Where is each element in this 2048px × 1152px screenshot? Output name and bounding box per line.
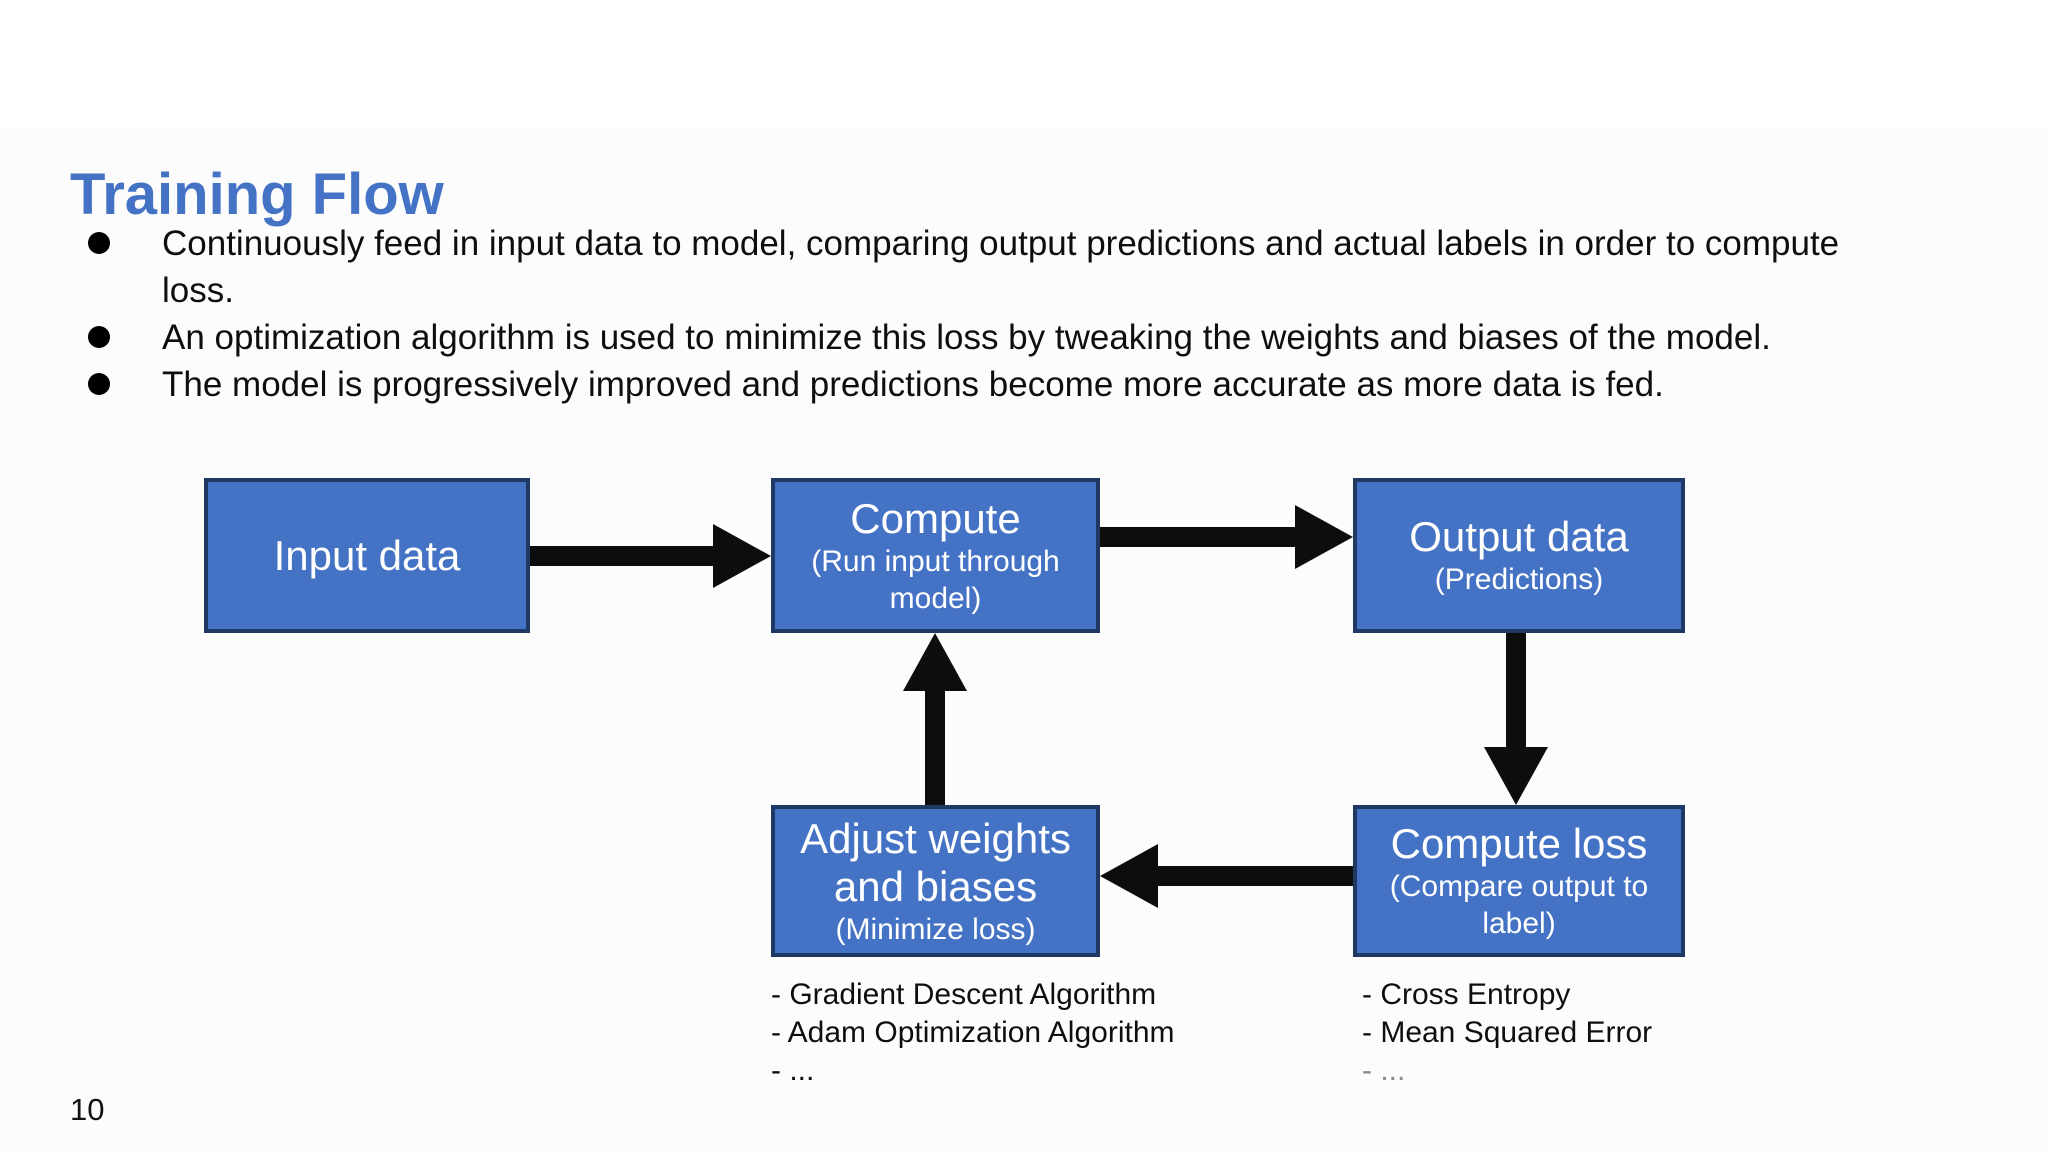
bullet-item: The model is progressively improved and … [88, 361, 1868, 408]
list-item: - Adam Optimization Algorithm [771, 1016, 1175, 1049]
box-adjust-weights: Adjust weights and biases (Minimize loss… [771, 805, 1100, 957]
bullet-list: Continuously feed in input data to model… [88, 220, 1868, 408]
bullet-text: Continuously feed in input data to model… [162, 224, 1840, 310]
arrow-head-left-icon [1100, 844, 1158, 908]
page-number: 10 [70, 1092, 105, 1127]
slide-background [0, 128, 2048, 1152]
arrow-head-right-icon [1295, 505, 1353, 569]
list-item: - ... [771, 1054, 815, 1087]
box-output-data: Output data (Predictions) [1353, 478, 1685, 633]
box-title: Input data [273, 531, 461, 579]
list-item: - Gradient Descent Algorithm [771, 978, 1157, 1011]
bullet-item: Continuously feed in input data to model… [88, 220, 1868, 314]
box-compute-loss: Compute loss (Compare output to label) [1353, 805, 1685, 957]
list-item: - Mean Squared Error [1362, 1016, 1653, 1049]
bullet-dot-icon [88, 326, 110, 348]
optimizer-note-list: - Gradient Descent Algorithm - Adam Opti… [771, 976, 1175, 1090]
arrow-shaft [530, 546, 718, 566]
bullet-dot-icon [88, 373, 110, 395]
loss-note-list: - Cross Entropy - Mean Squared Error - .… [1362, 976, 1652, 1090]
arrow-head-down-icon [1484, 747, 1548, 805]
arrow-shaft [1100, 527, 1297, 547]
list-item: - ... [1362, 1054, 1406, 1087]
arrow-shaft [1156, 866, 1353, 886]
box-title: Compute [850, 494, 1021, 542]
list-item: - Cross Entropy [1362, 978, 1571, 1011]
bullet-text: The model is progressively improved and … [162, 365, 1664, 404]
box-subtitle: (Predictions) [1434, 563, 1604, 596]
arrow-shaft [925, 689, 945, 805]
arrow-head-up-icon [903, 633, 967, 691]
box-title: Adjust weights and biases [800, 814, 1071, 910]
box-subtitle: (Run input through model) [811, 544, 1060, 615]
box-input-data: Input data [204, 478, 530, 633]
bullet-text: An optimization algorithm is used to min… [162, 318, 1771, 357]
box-compute: Compute (Run input through model) [771, 478, 1100, 633]
arrow-head-right-icon [713, 524, 771, 588]
box-title: Compute loss [1390, 820, 1648, 867]
arrow-shaft [1506, 633, 1526, 749]
bullet-dot-icon [88, 232, 110, 254]
box-subtitle: (Compare output to label) [1389, 870, 1649, 940]
box-subtitle: (Minimize loss) [835, 912, 1036, 946]
bullet-item: An optimization algorithm is used to min… [88, 314, 1868, 361]
page-title: Training Flow [70, 161, 444, 227]
box-title: Output data [1409, 513, 1629, 560]
